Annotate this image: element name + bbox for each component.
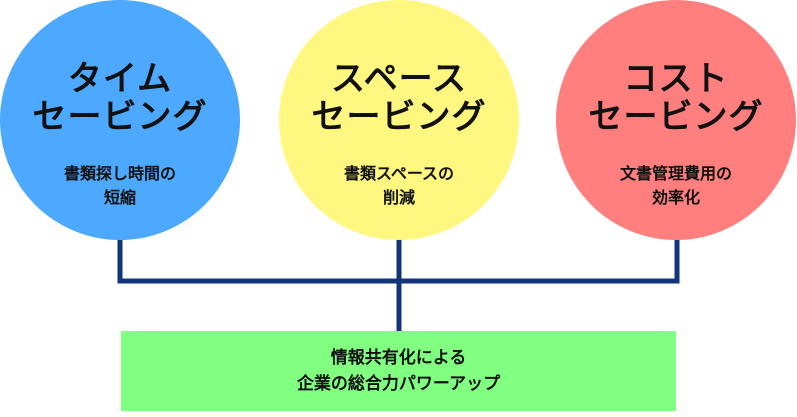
circle-title-line: タイム	[67, 59, 173, 99]
circle-title: タイム セービング	[33, 60, 208, 136]
circle-cost-saving: コスト セービング 文書管理費用の 効率化	[556, 0, 796, 240]
circle-subtitle-line: 書類スペースの	[343, 164, 455, 183]
circle-title: スペース セービング	[312, 60, 487, 136]
result-box: 情報共有化による 企業の総合力パワーアップ	[121, 331, 676, 411]
circle-space-saving: スペース セービング 書類スペースの 削減	[279, 0, 519, 240]
circle-subtitle: 書類探し時間の 短縮	[64, 162, 176, 210]
result-line: 情報共有化による	[330, 348, 467, 368]
circle-title: コスト セービング	[589, 60, 764, 136]
circle-title-line: セービング	[311, 97, 487, 137]
circle-subtitle-line: 文書管理費用の	[619, 164, 732, 183]
result-line: 企業の総合力パワーアップ	[296, 374, 501, 394]
circle-subtitle: 文書管理費用の 効率化	[620, 162, 732, 210]
circle-subtitle-line: 効率化	[651, 188, 700, 207]
circle-title-line: セービング	[588, 97, 764, 137]
circle-subtitle-line: 短縮	[103, 188, 136, 207]
circle-title-line: セービング	[32, 97, 208, 137]
circle-subtitle-line: 書類探し時間の	[63, 164, 176, 183]
circle-title-line: スペース	[331, 59, 467, 99]
circle-subtitle: 書類スペースの 削減	[344, 162, 454, 210]
circle-time-saving: タイム セービング 書類探し時間の 短縮	[0, 0, 240, 240]
circle-title-line: コスト	[623, 59, 729, 99]
circle-subtitle-line: 削減	[382, 188, 415, 207]
